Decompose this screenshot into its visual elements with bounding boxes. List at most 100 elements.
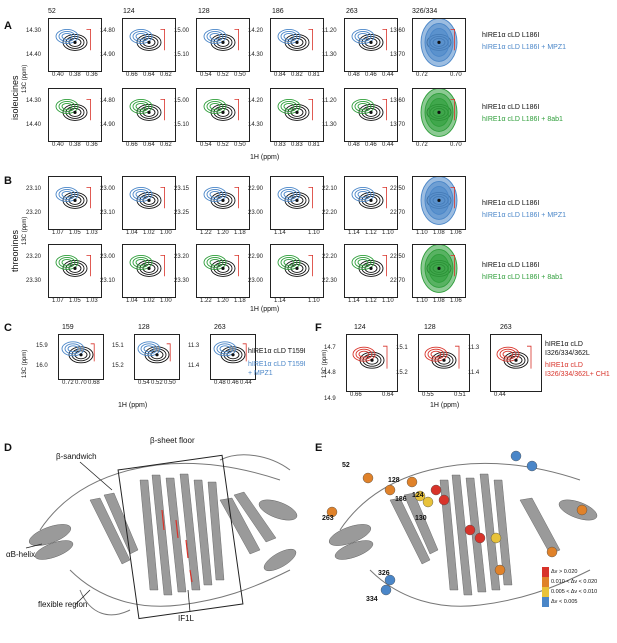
res-a-6: 326/334 [412,8,438,15]
spectrum-b1-1 [122,176,176,230]
x-tick: 0.81 [308,142,320,148]
peak-dot [73,40,77,44]
contour-overlay [135,32,147,40]
contour-overlay [354,30,372,42]
spectrum-a1-2 [196,18,250,72]
peak-dot [437,198,441,202]
contour-overlay [55,254,79,270]
spectrum-b1-0-contours [55,186,91,209]
shift-bracket [160,255,165,277]
x-tick: 1.14 [348,230,360,236]
spectrum-a2-5-contours [420,89,458,137]
x-tick: 0.36 [86,72,98,78]
residue-sphere [526,460,538,472]
shift-bracket [86,29,91,51]
contour-overlay [61,102,73,110]
shift-bracket [450,187,455,209]
label-flexible-region: flexible region [38,600,88,609]
spectrum-b1-0 [48,176,102,230]
legend-b-row2: hIRE1α cLD L186I hIRE1α cLD L186I + 8ab1 [482,261,563,282]
contour-reference [290,107,304,117]
spectrum-b1-5 [412,176,466,230]
spectrum-a1-1 [122,18,176,72]
contour-overlay [132,256,150,268]
contour-reference [136,259,162,277]
colorbar-label-4: Δν < 0.005 [551,599,578,605]
label-beta-sheet-floor: β-sheet floor [150,436,195,445]
contour-reference [358,103,384,121]
residue-sphere [494,564,506,576]
x-tick: 0.38 [69,72,81,78]
contour-reference [136,103,162,121]
contour-reference [358,33,384,51]
spectrum-b1-4 [344,176,398,230]
y-tick: 23.30 [26,277,42,284]
peak-dot [147,198,151,202]
y-tick: 22.20 [322,209,338,216]
colorbar-label-1: Δν > 0.020 [551,569,578,575]
y-tick: 14.80 [100,98,116,105]
res-a-4: 186 [272,8,284,15]
contour-overlay [55,186,79,202]
x-tick: 0.50 [234,142,246,148]
x-tick: 0.44 [382,142,394,148]
contour-reference [216,107,230,117]
y-tick: 15.00 [174,28,190,35]
shift-bracket [234,29,239,51]
res-f-3: 263 [500,324,512,331]
contour-overlay [61,32,73,40]
contour-reference [216,37,230,47]
contour-reference [226,350,240,360]
e-label-52: 52 [342,462,350,469]
y-tick: 15.1 [396,345,408,352]
contour-overlay [280,30,298,42]
x-tick: 0.66 [126,142,138,148]
spectrum-a2-3-contours [277,98,313,121]
contour-overlay [61,341,85,357]
y-tick: 13.70 [390,51,406,58]
y-tick: 15.2 [112,362,124,369]
x-tick: 0.70 [75,380,87,386]
shift-bracket [382,99,387,121]
spectrum-a2-2-contours [203,98,239,121]
contour-overlay [209,190,221,198]
shift-bracket [308,99,313,121]
y-tick: 22.20 [322,254,338,261]
peak-dot [221,110,225,114]
peak-dot [295,40,299,44]
y-tick: 23.30 [174,277,190,284]
shift-bracket [160,187,165,209]
c13-axis-label-c: 13C (ppm) [22,349,28,378]
spectrum-a1-5-contours [420,19,458,67]
spectrum-f-0-contours [352,345,388,369]
peak-dot [73,266,77,270]
peak-dot [221,40,225,44]
x-tick: 1.08 [433,298,445,304]
x-tick: 0.44 [240,380,252,386]
contour-reference [74,350,88,360]
y-tick: 23.00 [248,209,264,216]
colorbar-label-3: 0.005 < Δν < 0.010 [551,589,598,595]
contour-overlay [357,190,369,198]
y-tick: 22.30 [322,277,338,284]
residue-sphere [464,524,476,536]
residue-sphere [414,490,426,502]
contour-reference [136,191,162,209]
x-tick: 0.62 [160,72,172,78]
x-tick: 1.10 [308,230,320,236]
x-tick: 0.82 [291,72,303,78]
contour-overlay [209,32,221,40]
contour-reference [216,263,230,273]
c13-axis-label-a: 13C (ppm) [22,64,28,93]
y-tick: 23.00 [100,186,116,193]
contour-overlay [427,348,445,360]
legend-f-black-1: hIRE1α cLD [545,341,583,348]
spectrum-b1-3-contours [277,186,313,209]
legend-c-blue-1: hIRE1α cLD T159I [248,361,306,368]
residue-sphere [422,496,434,508]
contour-reference [68,37,82,47]
shift-bracket [308,29,313,51]
contour-overlay [135,258,147,266]
contour-reference [68,195,82,205]
contour-overlay [67,345,79,353]
